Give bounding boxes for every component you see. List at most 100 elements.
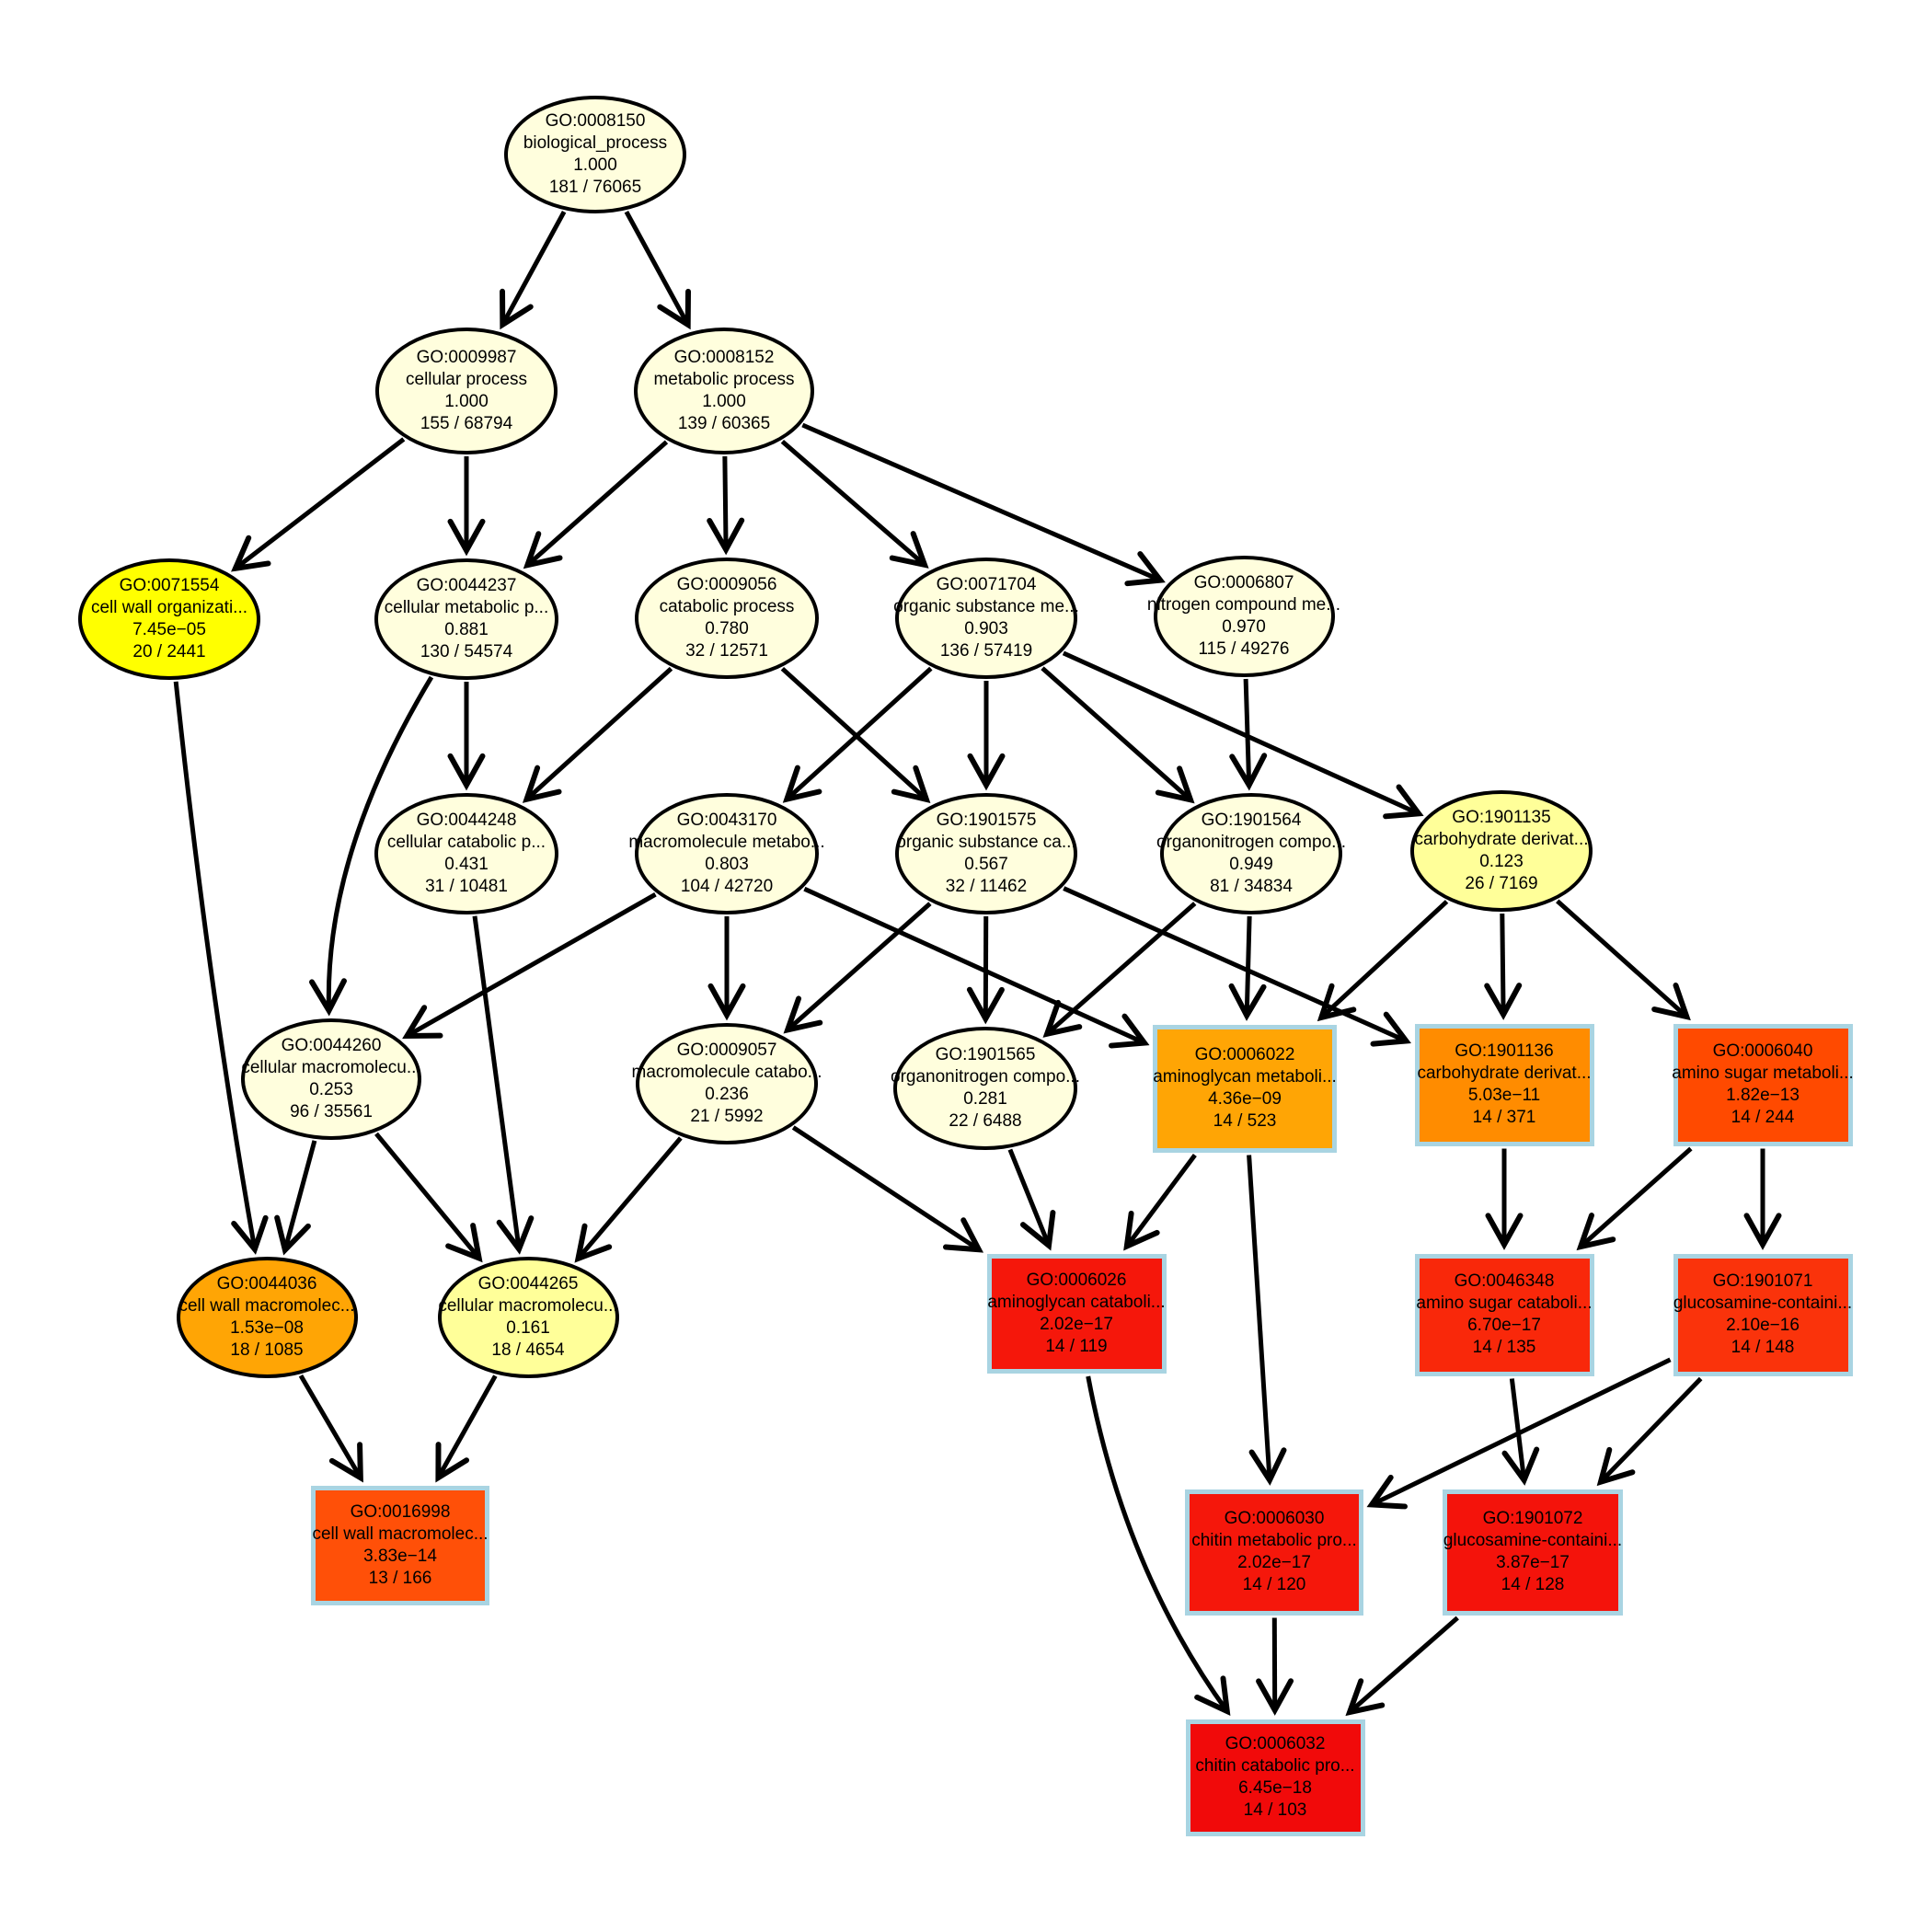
- term-name: glucosamine-containi...: [1673, 1294, 1853, 1313]
- edge-go-0044036-to-go-0016998: [298, 1374, 363, 1483]
- go-id: GO:1901135: [1452, 808, 1551, 827]
- p-value: 0.431: [444, 855, 489, 874]
- edge-go-0044237-to-go-0044260: [309, 675, 434, 1017]
- p-value: 0.780: [705, 619, 749, 638]
- p-value: 0.253: [309, 1080, 353, 1099]
- term-name: organic substance ca...: [896, 833, 1076, 852]
- go-id: GO:0044237: [416, 576, 517, 595]
- go-id: GO:0006026: [1026, 1271, 1127, 1290]
- term-name: organonitrogen compo...: [891, 1067, 1080, 1087]
- gene-ratio: 81 / 34834: [1210, 877, 1293, 896]
- term-name: cell wall macromolec...: [178, 1296, 355, 1316]
- gene-ratio: 14 / 148: [1731, 1338, 1795, 1357]
- gene-ratio: 14 / 120: [1242, 1575, 1306, 1594]
- term-name: catabolic process: [659, 597, 795, 616]
- gene-ratio: 31 / 10481: [425, 877, 508, 896]
- gene-ratio: 14 / 128: [1501, 1575, 1565, 1594]
- p-value: 0.903: [964, 619, 1008, 638]
- term-name: chitin metabolic pro...: [1191, 1531, 1357, 1550]
- go-id: GO:0006030: [1224, 1509, 1325, 1528]
- term-name: glucosamine-containi...: [1443, 1531, 1623, 1550]
- p-value: 2.10e−16: [1726, 1316, 1800, 1335]
- go-id: GO:0071554: [119, 576, 220, 595]
- edge-go-0008152-to-go-0009056: [707, 455, 745, 556]
- term-name: amino sugar metaboli...: [1672, 1064, 1854, 1083]
- p-value: 0.970: [1222, 617, 1266, 637]
- term-name: organic substance me...: [893, 597, 1079, 616]
- p-value: 3.87e−17: [1496, 1553, 1570, 1572]
- edge-go-1901071-to-go-0006030: [1366, 1357, 1672, 1510]
- gene-ratio: 18 / 1085: [230, 1340, 304, 1360]
- p-value: 1.000: [573, 155, 617, 175]
- gene-ratio: 32 / 11462: [945, 877, 1028, 896]
- p-value: 5.03e−11: [1467, 1086, 1541, 1105]
- p-value: 0.161: [506, 1318, 550, 1338]
- edge-go-0044248-to-go-0044265: [472, 915, 535, 1255]
- edge-go-0009056-to-go-1901575: [780, 666, 931, 803]
- edge-go-0006040-to-go-0046348: [1576, 1146, 1693, 1251]
- term-name: chitin catabolic pro...: [1195, 1756, 1355, 1776]
- gene-ratio: 155 / 68794: [420, 414, 513, 433]
- edge-go-0044260-to-go-0044036: [274, 1140, 317, 1256]
- gene-ratio: 18 / 4654: [491, 1340, 565, 1360]
- edge-go-0006026-to-go-0006032: [1086, 1375, 1231, 1717]
- term-name: biological_process: [523, 133, 668, 153]
- edge-go-0009057-to-go-0006026: [791, 1125, 984, 1253]
- edge-go-0044260-to-go-0044265: [374, 1132, 483, 1263]
- edge-go-0008150-to-go-0008152: [624, 210, 691, 330]
- gene-ratio: 139 / 60365: [677, 414, 771, 433]
- gene-ratio: 14 / 135: [1472, 1338, 1536, 1357]
- edge-go-0071554-to-go-0044036: [173, 681, 269, 1255]
- go-id: GO:0044248: [416, 811, 517, 830]
- edge-go-0008152-to-go-0044237: [523, 440, 669, 569]
- edge-go-0009057-to-go-0044265: [574, 1136, 683, 1263]
- go-id: GO:1901072: [1482, 1509, 1583, 1528]
- node-go-1901575: GO:1901575 organic substance ca... 0.567 32…: [895, 793, 1077, 914]
- edge-go-0071704-to-go-0043170: [782, 666, 933, 803]
- p-value: 4.36e−09: [1208, 1089, 1282, 1109]
- term-name: nitrogen compound me...: [1146, 595, 1341, 615]
- term-name: metabolic process: [653, 370, 795, 389]
- go-id: GO:0044260: [281, 1036, 382, 1055]
- edge-go-0044265-to-go-0016998: [435, 1374, 498, 1483]
- gene-ratio: 14 / 244: [1731, 1108, 1795, 1127]
- go-id: GO:0044036: [216, 1274, 317, 1294]
- gene-ratio: 20 / 2441: [132, 642, 206, 661]
- go-id: GO:0044265: [477, 1274, 579, 1294]
- go-id: GO:0006807: [1193, 573, 1294, 592]
- gene-ratio: 104 / 42720: [680, 877, 774, 896]
- p-value: 0.281: [963, 1089, 1007, 1109]
- go-id: GO:0046348: [1454, 1271, 1555, 1291]
- gene-ratio: 13 / 166: [368, 1569, 432, 1588]
- go-id: GO:1901136: [1455, 1041, 1554, 1061]
- gene-ratio: 136 / 57419: [939, 641, 1033, 661]
- p-value: 0.567: [964, 855, 1008, 874]
- edge-go-0071704-to-go-1901564: [1041, 666, 1195, 804]
- go-id: GO:0008150: [545, 111, 646, 131]
- edge-go-1901575-to-go-0009057: [783, 902, 932, 1034]
- gene-ratio: 115 / 49276: [1198, 639, 1290, 659]
- edge-go-0009056-to-go-0044248: [522, 666, 673, 803]
- node-go-1901072: GO:1901072 glucosamine-containi... 3.87e−1…: [1443, 1489, 1623, 1616]
- edge-go-1901135-to-go-1901136: [1484, 913, 1523, 1020]
- edge-go-1901135-to-go-0006022: [1317, 900, 1449, 1022]
- go-id: GO:0016998: [350, 1502, 451, 1522]
- go-id: GO:1901575: [936, 811, 1037, 830]
- gene-ratio: 32 / 12571: [685, 641, 768, 661]
